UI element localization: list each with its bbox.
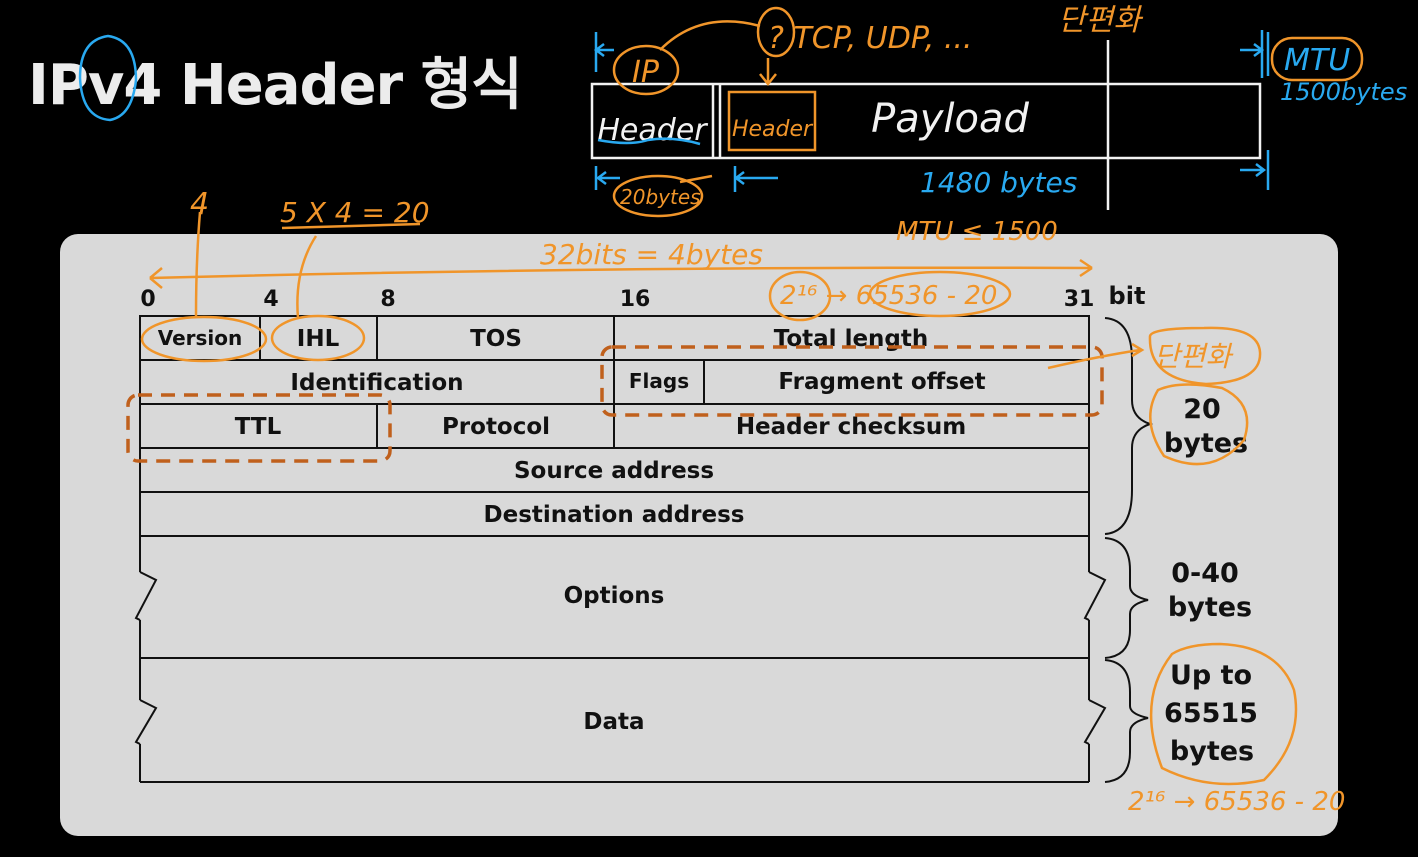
- brace-header-line2: bytes: [1164, 428, 1248, 459]
- annotation-mtu-size: 1500bytes: [1280, 78, 1407, 106]
- field-flags: Flags: [629, 369, 689, 393]
- bit-tick-31: 31: [1064, 287, 1095, 312]
- annotation-fragmentation-right: 단편화: [1154, 340, 1234, 373]
- brace-options-line2: bytes: [1168, 592, 1252, 623]
- up-to-circle: [1149, 642, 1298, 786]
- highlight-ttl-field: [126, 393, 392, 463]
- field-version: Version: [158, 326, 243, 350]
- annotation-data-calc: 2¹⁶ → 65536 - 20: [1128, 787, 1345, 817]
- annotation-header-size: 20bytes: [620, 185, 701, 209]
- annotation-mtu-limit: MTU ≤ 1500: [896, 217, 1058, 247]
- packet-inner-header: Header: [732, 117, 814, 142]
- version-circle: [140, 315, 268, 363]
- field-tos: TOS: [470, 326, 522, 352]
- bytes-circle: [1149, 383, 1249, 466]
- ip-circle: [612, 44, 680, 96]
- annotation-ihl-calc: 5 X 4 = 20: [280, 196, 430, 229]
- brace-data-line3: bytes: [1170, 736, 1254, 767]
- field-options: Options: [564, 583, 665, 609]
- inner-header-box: [727, 90, 817, 152]
- field-data: Data: [583, 709, 644, 735]
- bit-tick-16: 16: [620, 287, 651, 312]
- annotation-payload-size: 1480 bytes: [920, 166, 1077, 199]
- annotation-version-value: 4: [190, 187, 209, 222]
- brace-header-line1: 20: [1183, 394, 1221, 425]
- packet-payload: Payload: [871, 96, 1029, 142]
- packet-frame: [590, 82, 1262, 160]
- ipv4-circle: [78, 34, 138, 122]
- annotation-row-width: 32bits = 4bytes: [540, 238, 763, 271]
- brace-data-line2: 65515: [1164, 698, 1258, 729]
- annotation-ip: IP: [632, 55, 660, 90]
- field-fragment-offset: Fragment offset: [778, 369, 985, 395]
- fragmentation-circle: [1148, 326, 1262, 386]
- field-source-address: Source address: [514, 458, 714, 484]
- field-header-checksum: Header checksum: [736, 414, 966, 440]
- field-identification: Identification: [290, 370, 463, 396]
- bit-tick-0: 0: [140, 287, 155, 312]
- ihl-circle: [270, 314, 366, 362]
- field-destination-address: Destination address: [484, 502, 745, 528]
- pow-circle: [768, 270, 832, 322]
- bit-tick-4: 4: [263, 287, 278, 312]
- total-len-circle: [868, 270, 1012, 318]
- brace-data: [1104, 659, 1149, 783]
- field-ihl: IHL: [297, 326, 340, 352]
- brace-options-line1: 0-40: [1171, 558, 1239, 589]
- annotation-total-len-calc: 2¹⁶ → 65536 - 20: [780, 281, 997, 311]
- field-protocol: Protocol: [442, 414, 550, 440]
- field-ttl: TTL: [235, 414, 282, 440]
- arrow-ip-to-protocols: [659, 20, 761, 51]
- question-circle: [756, 6, 796, 58]
- annotation-mtu: MTU: [1284, 43, 1350, 78]
- annotation-fragmentation-top: 단편화: [1058, 3, 1143, 38]
- annotation-protocols: ? TCP, UDP, ...: [768, 21, 972, 56]
- page-title: IPv4 Header 형식: [28, 53, 523, 118]
- arrow-row-width: [149, 258, 1093, 289]
- brace-options: [1104, 537, 1149, 659]
- mtu-circle: [1270, 36, 1364, 82]
- bit-unit: bit: [1109, 282, 1146, 310]
- bit-tick-8: 8: [380, 287, 395, 312]
- brace-data-line1: Up to: [1170, 660, 1252, 691]
- header-size-circle: [612, 174, 704, 218]
- highlight-fragmentation-fields: [600, 345, 1104, 417]
